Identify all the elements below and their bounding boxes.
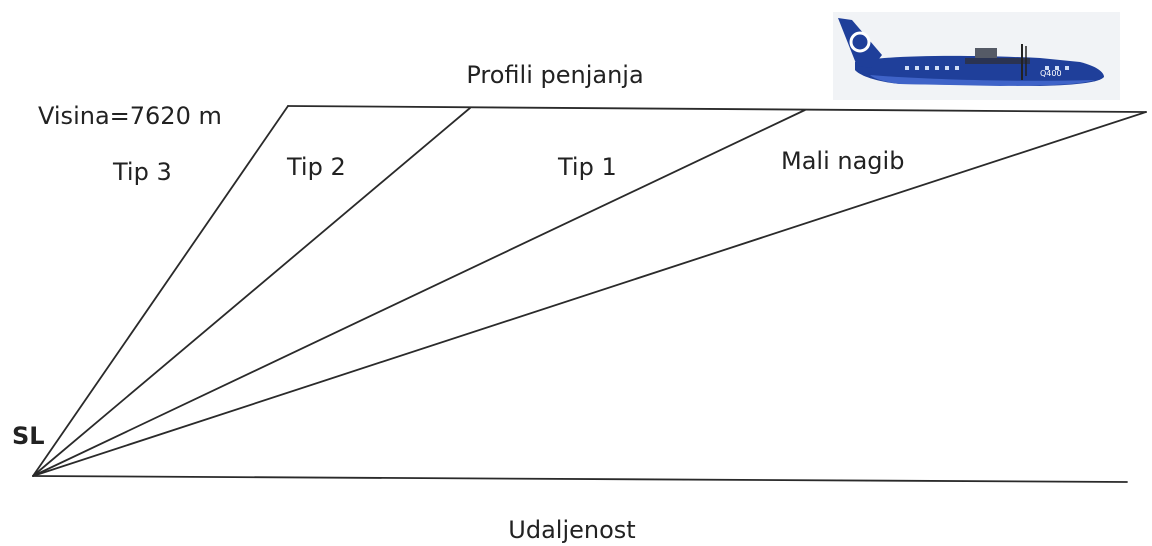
top-altitude-line [287, 105, 1147, 113]
altitude-label: Visina=7620 m [38, 102, 222, 130]
profile-line-mali-nagib [32, 111, 1147, 477]
profile-label-tip1: Tip 1 [557, 153, 617, 181]
aircraft-image: Q400 [833, 12, 1120, 100]
aircraft-windows [905, 66, 1069, 70]
aircraft-tail [838, 18, 882, 68]
aircraft-wing [965, 58, 1030, 64]
diagram-title: Profili penjanja [466, 61, 643, 89]
profile-line-tip2 [32, 107, 471, 477]
aircraft-tail-logo [849, 31, 871, 53]
profile-label-tip3: Tip 3 [112, 158, 172, 186]
profile-line-tip3 [32, 105, 289, 477]
aircraft-livery-text: Q400 [1040, 69, 1062, 78]
origin-label: SL [12, 422, 45, 450]
profile-label-tip2: Tip 2 [286, 153, 346, 181]
profile-label-mali-nagib: Mali nagib [781, 147, 904, 175]
aircraft-belly [870, 75, 1095, 86]
profile-line-tip1 [32, 109, 806, 477]
baseline-distance-line [32, 475, 1128, 483]
x-axis-label: Udaljenost [508, 516, 635, 544]
